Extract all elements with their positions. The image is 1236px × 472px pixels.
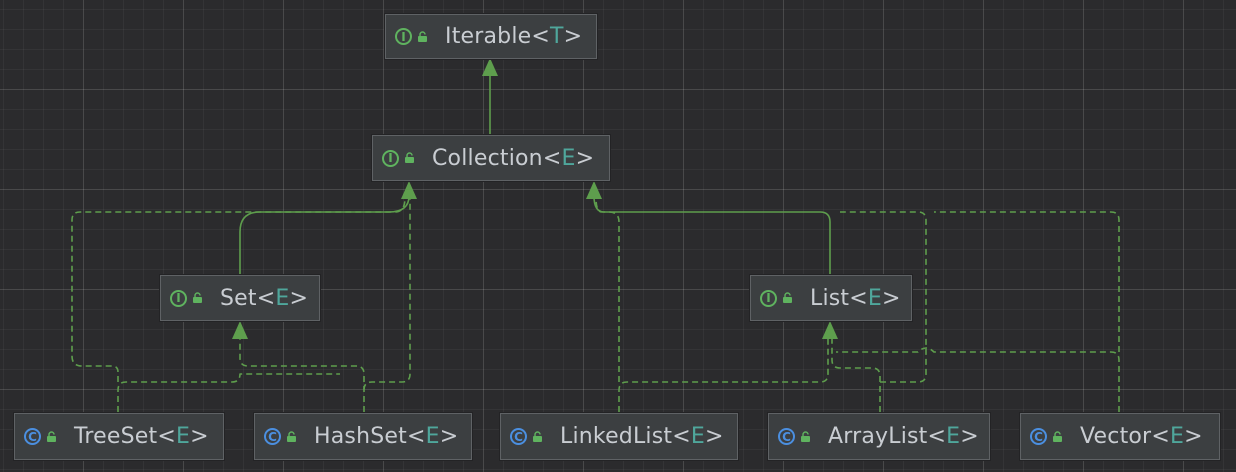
node-list[interactable]: I List<E> — [750, 275, 912, 321]
node-arraylist[interactable]: C ArrayList<E> — [768, 413, 990, 460]
type-param: E — [176, 424, 191, 449]
arrowhead-set — [232, 321, 248, 339]
type-param: T — [550, 24, 564, 49]
type-param: E — [1169, 424, 1185, 449]
unlocked-icon — [47, 430, 56, 442]
unlocked-icon — [533, 430, 542, 442]
node-label: ArrayList<E> — [828, 424, 979, 449]
class-name: Set — [220, 285, 257, 311]
unlocked-icon — [287, 430, 296, 442]
edge-set-to-collection — [239, 195, 410, 274]
edge-vector-to-collection — [934, 211, 1120, 352]
interface-icon: I — [382, 149, 399, 167]
arrowhead-list — [822, 321, 838, 339]
node-set[interactable]: I Set<E> — [160, 275, 320, 321]
interface-icon: I — [760, 289, 777, 307]
type-param: E — [867, 285, 883, 311]
class-name: TreeSet — [74, 424, 158, 449]
unlocked-icon — [418, 30, 427, 42]
class-icon: C — [510, 428, 527, 445]
arrowhead-collection-right — [586, 181, 602, 199]
class-name: ArrayList — [828, 424, 928, 449]
class-icon: C — [778, 428, 795, 445]
edge-arraylist-to-collection — [840, 211, 927, 383]
type-param: E — [690, 424, 705, 449]
node-label: Set<E> — [220, 285, 309, 311]
edge-hashset-to-set — [239, 336, 365, 412]
class-icon: C — [264, 428, 281, 445]
type-param: E — [425, 424, 440, 449]
edge-arraylist-to-list — [831, 336, 881, 412]
unlocked-icon — [801, 430, 810, 442]
node-iterable[interactable]: I Iterable<T> — [385, 14, 597, 59]
node-vector[interactable]: C Vector<E> — [1020, 413, 1220, 460]
unlocked-icon — [193, 292, 202, 303]
interface-icon: I — [170, 289, 187, 307]
node-label: Iterable<T> — [445, 24, 583, 49]
edge-linkedlist-to-list — [618, 336, 829, 412]
type-param: E — [275, 285, 290, 311]
edge-list-to-collection — [593, 195, 831, 274]
class-name: Iterable — [445, 24, 532, 49]
arrowhead-iterable — [482, 58, 498, 76]
class-name: HashSet — [314, 424, 407, 449]
node-label: HashSet<E> — [314, 424, 459, 449]
node-label: Collection<E> — [432, 145, 595, 171]
class-name: Collection — [432, 145, 543, 171]
unlocked-icon — [783, 292, 792, 303]
node-label: LinkedList<E> — [560, 424, 724, 449]
class-name: LinkedList — [560, 424, 673, 449]
node-label: TreeSet<E> — [74, 424, 209, 449]
arrowhead-collection-left — [401, 181, 417, 199]
node-label: Vector<E> — [1080, 424, 1203, 449]
class-icon: C — [1030, 428, 1047, 445]
node-treeset[interactable]: C TreeSet<E> — [14, 413, 224, 460]
edge-vector-to-list — [836, 347, 1120, 412]
node-collection[interactable]: I Collection<E> — [372, 135, 610, 181]
node-hashset[interactable]: C HashSet<E> — [254, 413, 472, 460]
class-name: Vector — [1080, 424, 1152, 449]
class-name: List — [810, 285, 850, 311]
interface-icon: I — [395, 28, 412, 45]
node-label: List<E> — [810, 285, 901, 311]
node-linkedlist[interactable]: C LinkedList<E> — [500, 413, 738, 460]
edge-treeset-to-collection — [71, 197, 406, 382]
edge-linkedlist-to-collection — [595, 197, 620, 382]
type-param: E — [561, 145, 576, 171]
type-param: E — [946, 424, 961, 449]
edge-hashset-to-collection — [363, 196, 411, 391]
edge-treeset-to-set — [117, 373, 340, 412]
unlocked-icon — [405, 152, 414, 163]
unlocked-icon — [1053, 430, 1062, 442]
class-icon: C — [24, 428, 41, 445]
